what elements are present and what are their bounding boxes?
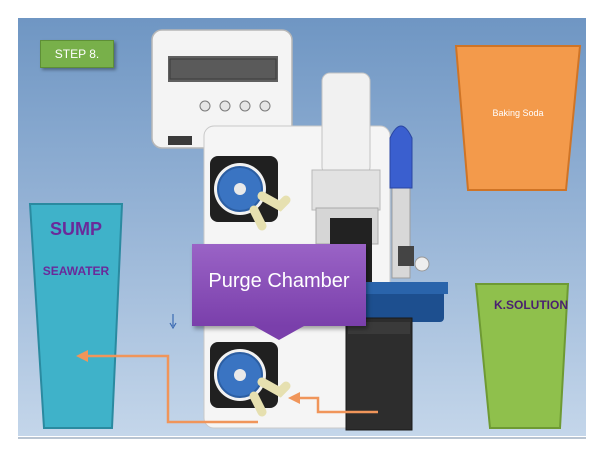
controller-button — [199, 100, 211, 112]
controller-button — [219, 100, 231, 112]
purge-callout-pointer — [254, 326, 304, 340]
sump-subtitle: SEAWATER — [42, 264, 110, 278]
bottom-pump — [210, 342, 291, 417]
flow-arrowhead — [76, 350, 88, 362]
purge-chamber-callout: Purge Chamber — [192, 244, 366, 326]
down-marker-icon — [169, 314, 177, 330]
controller-unit — [151, 29, 293, 149]
step-badge: STEP 8. — [40, 40, 114, 68]
slide-bottom-edge — [18, 437, 586, 439]
flow-arrowhead — [288, 392, 300, 404]
flow-path-right — [288, 392, 378, 414]
diagram-canvas: STEP 8. SUMP SEAWATER Baking Soda K.SOLU… — [18, 18, 586, 436]
sump-title: SUMP — [49, 219, 102, 239]
k-solution-label: K.SOLUTION — [494, 298, 568, 312]
sump-container — [28, 203, 124, 429]
baking-soda-label: Baking Soda — [492, 108, 544, 118]
baking-soda-container — [454, 45, 582, 191]
top-pump — [210, 156, 291, 231]
purge-chamber-label: Purge Chamber — [208, 270, 350, 292]
probe — [389, 125, 430, 279]
k-solution-container — [474, 283, 570, 429]
flow-path-left — [76, 350, 258, 424]
controller-button — [259, 100, 271, 112]
controller-port — [168, 136, 192, 145]
controller-button — [239, 100, 251, 112]
